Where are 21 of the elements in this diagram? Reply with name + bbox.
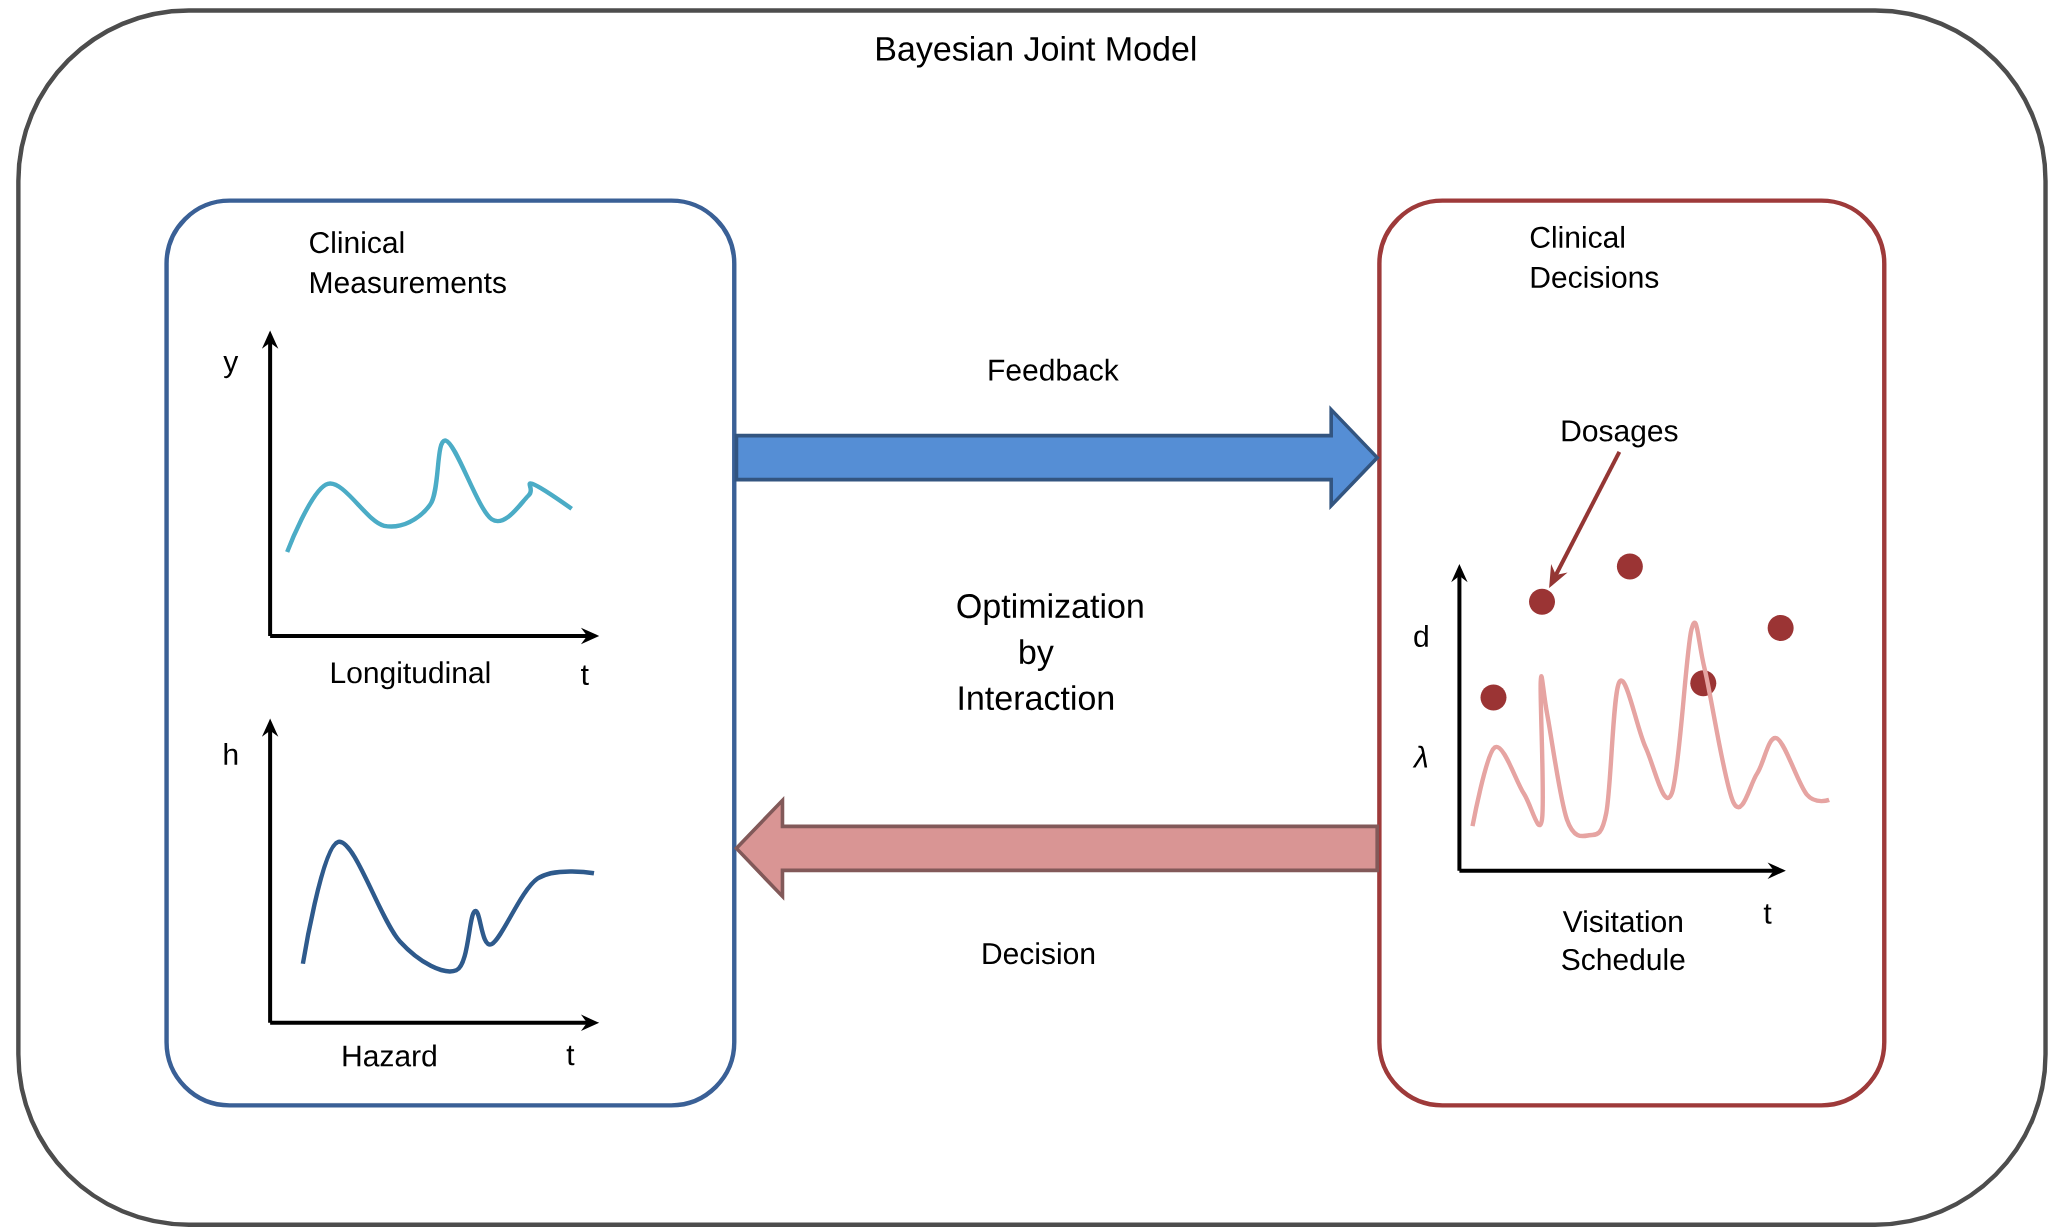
axis-label: h [224, 743, 238, 765]
axis-label: t [581, 665, 589, 685]
axis-label: λ [1412, 745, 1428, 768]
dot-marker [1616, 553, 1643, 580]
frame-heading: Bayesian Joint Model [877, 35, 1196, 68]
edge-label: Decision [978, 940, 1099, 967]
callout-text: Dosages [1562, 420, 1678, 448]
axis-label: Longitudinal [331, 661, 490, 690]
block-arrow [733, 795, 1379, 901]
edge-label: Feedback [985, 356, 1121, 383]
axis-label: d [1414, 624, 1428, 647]
dot-marker [1529, 588, 1555, 615]
axis-label: y [223, 356, 239, 379]
axis-label: t [566, 1045, 575, 1066]
axis-label: Visitation Schedule [1562, 910, 1685, 971]
box-heading: Clinical Measurements [310, 231, 506, 294]
axis-label: t [1763, 904, 1772, 924]
block-arrow [734, 405, 1380, 510]
box-heading: Clinical Decisions [1530, 225, 1659, 288]
center-label: Optimization by Interaction [957, 593, 1143, 711]
axis-label: Hazard [343, 1044, 436, 1067]
